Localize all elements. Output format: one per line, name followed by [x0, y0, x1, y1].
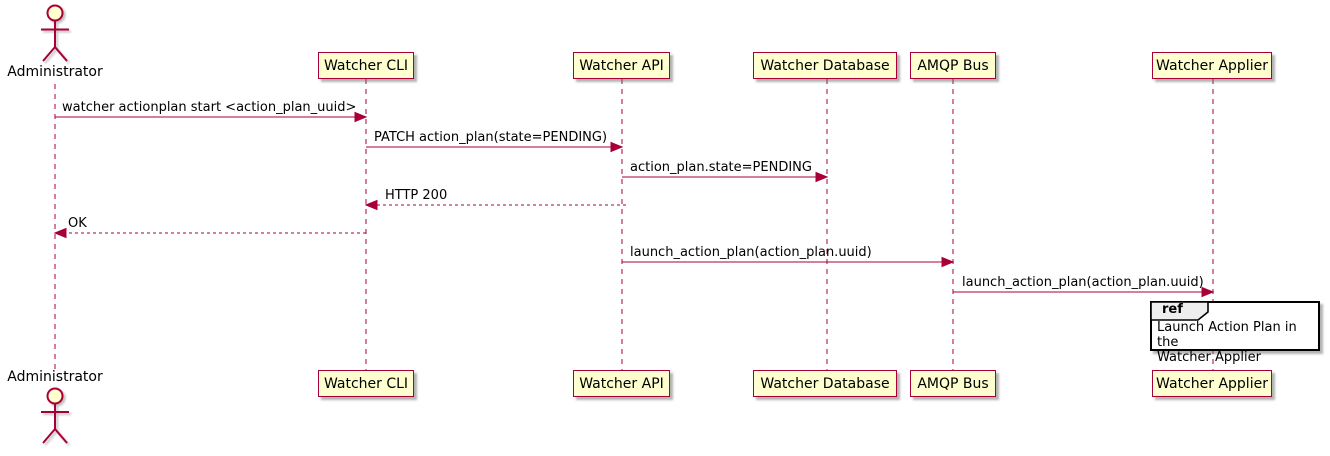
participant-label: Watcher Applier [1156, 57, 1268, 74]
actor-figure-bottom [41, 387, 69, 444]
message-arrow-4 [364, 199, 626, 211]
participant-label: Watcher Database [760, 375, 890, 392]
message-label-3: action_plan.state=PENDING [630, 160, 812, 175]
participant-top-watcher-cli: Watcher CLI [318, 52, 414, 79]
message-arrow-5 [53, 227, 366, 239]
message-label-2: PATCH action_plan(state=PENDING) [374, 130, 608, 145]
lifelines [54, 79, 1214, 370]
participant-bottom-watcher-database: Watcher Database [753, 370, 897, 397]
actor-figure-top [41, 4, 69, 62]
participant-top-watcher-api: Watcher API [573, 52, 670, 79]
participant-bottom-watcher-applier: Watcher Applier [1152, 370, 1272, 397]
actor-head [46, 387, 64, 405]
message-arrow-2 [366, 141, 624, 153]
participant-label: Watcher Applier [1156, 375, 1268, 392]
participant-label: Watcher CLI [323, 57, 409, 74]
ref-pentagon-shape [1150, 301, 1209, 321]
ref-fragment: ref Launch Action Plan in the Watcher Ap… [1150, 301, 1320, 365]
message-label-1: watcher actionplan start <action_plan_uu… [62, 100, 357, 115]
participant-label: Watcher API [579, 375, 664, 392]
message-label-6: launch_action_plan(action_plan.uuid) [630, 245, 872, 260]
actor-label-bottom: Administrator [7, 369, 103, 385]
message-arrow-6 [622, 256, 955, 268]
participant-bottom-amqp-bus: AMQP Bus [910, 370, 996, 397]
ref-text-line1: Launch Action Plan in the [1157, 320, 1297, 350]
participant-bottom-watcher-api: Watcher API [573, 370, 670, 397]
message-label-7: launch_action_plan(action_plan.uuid) [962, 275, 1204, 290]
message-arrows [53, 111, 1215, 298]
message-arrow-1 [55, 111, 368, 123]
participant-label: Watcher API [579, 57, 664, 74]
message-label-5: OK [68, 216, 87, 231]
participant-bottom-watcher-cli: Watcher CLI [318, 370, 414, 397]
participant-label: Watcher Database [760, 57, 890, 74]
ref-fragment-header: ref [1150, 301, 1212, 321]
message-arrow-3 [622, 171, 829, 183]
ref-keyword: ref [1162, 302, 1183, 317]
participant-top-amqp-bus: AMQP Bus [910, 52, 996, 79]
participant-top-watcher-database: Watcher Database [753, 52, 897, 79]
participant-label: AMQP Bus [917, 375, 989, 392]
ref-fragment-body: Launch Action Plan in the Watcher Applie… [1157, 320, 1316, 365]
ref-text-line2: Watcher Applier [1157, 350, 1261, 365]
participant-label: Watcher CLI [323, 375, 409, 392]
actor-head [46, 4, 64, 22]
participant-label: AMQP Bus [917, 57, 989, 74]
message-arrow-7 [953, 286, 1215, 298]
participant-top-watcher-applier: Watcher Applier [1152, 52, 1272, 79]
actor-label-top: Administrator [7, 64, 103, 80]
message-label-4: HTTP 200 [385, 188, 448, 203]
